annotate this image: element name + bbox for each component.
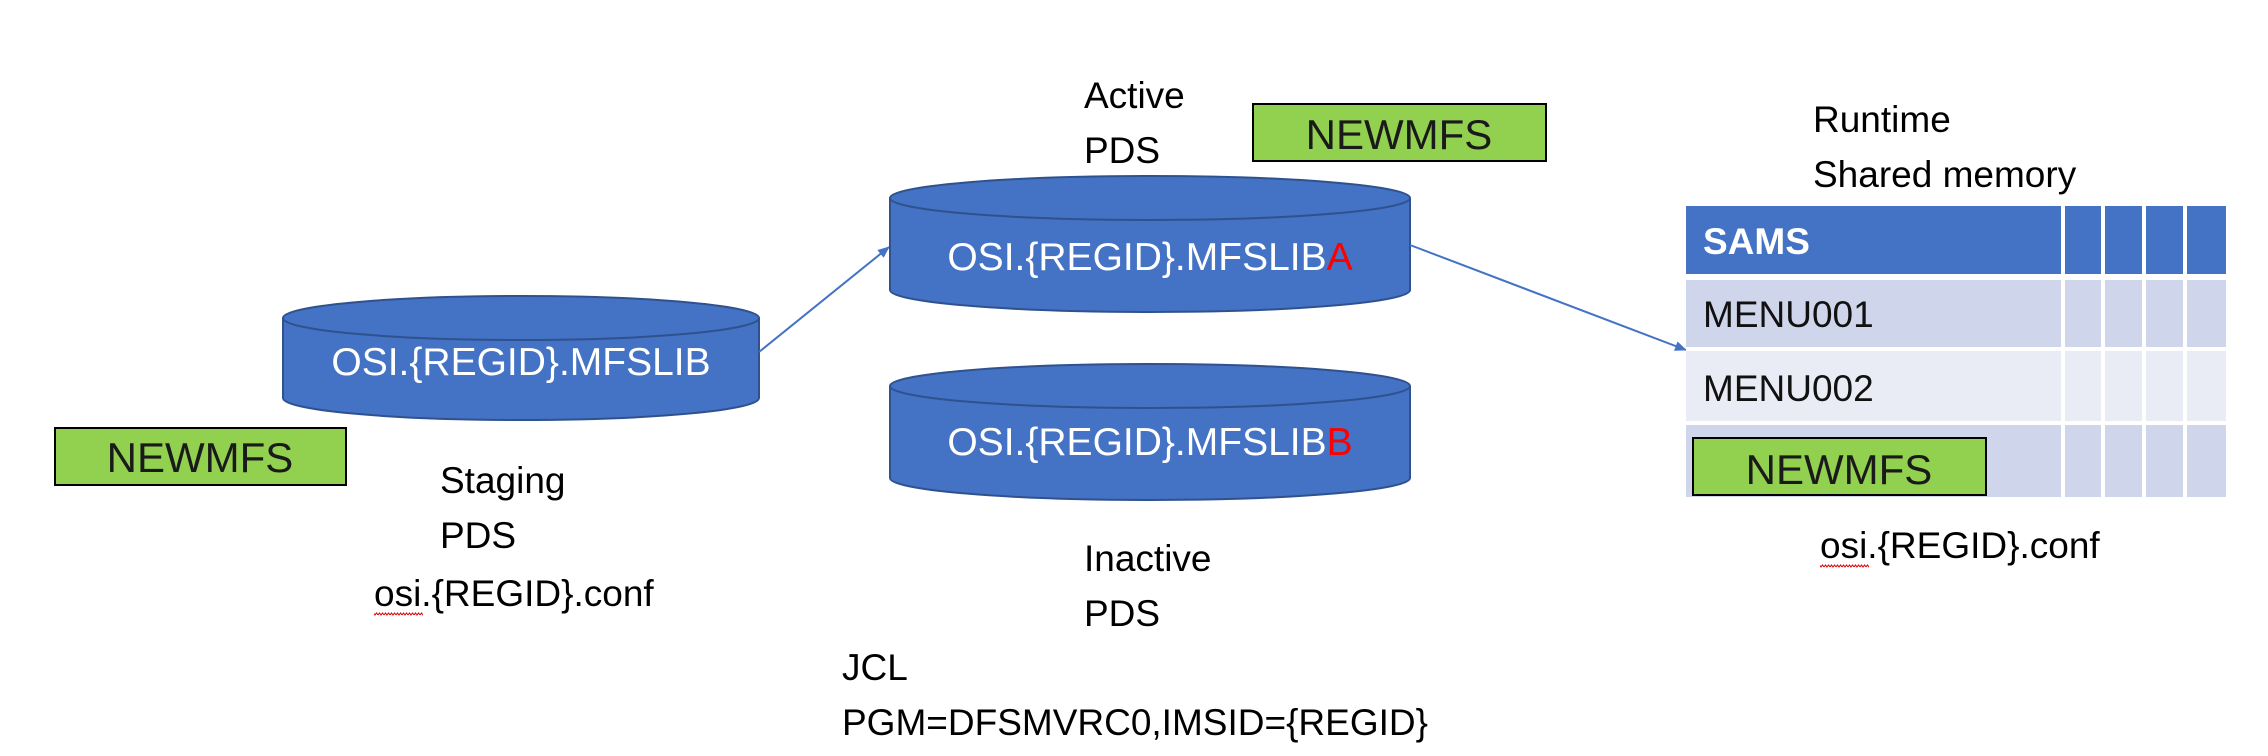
inactive-label-line1: Inactive <box>1084 538 1212 579</box>
staging-label-line1: Staging <box>440 460 566 501</box>
inactive-dataset-suffix: B <box>1327 421 1353 464</box>
inactive-dataset-prefix: OSI.{REGID}.MFSLIB <box>947 421 1326 464</box>
table-grid <box>1686 206 2226 497</box>
runtime-label-line1: Runtime <box>1813 99 1951 140</box>
active-label-line1: Active <box>1084 75 1185 116</box>
staging-to-active-arrow <box>758 246 890 353</box>
staging-dataset-name: OSI.{REGID}.MFSLIB <box>331 341 710 384</box>
jcl-program-line: PGM=DFSMVRC0,IMSID={REGID} <box>842 702 1428 743</box>
sams-header-label: SAMS <box>1703 221 1810 262</box>
inactive-dataset-name: OSI.{REGID}.MFSLIBB <box>947 421 1352 464</box>
active-tag-label: NEWMFS <box>1306 111 1493 158</box>
runtime-conf-file: osi.{REGID}.conf <box>1820 525 2100 566</box>
table-row <box>1686 275 2226 349</box>
inactive-label-line2: PDS <box>1084 593 1160 634</box>
jcl-label: JCL <box>842 647 908 688</box>
active-pds-cylinder: OSI.{REGID}.MFSLIBA <box>889 175 1411 313</box>
inactive-pds-cylinder: OSI.{REGID}.MFSLIBB <box>889 363 1411 501</box>
active-label-line2: PDS <box>1084 130 1160 171</box>
staging-pds-cylinder: OSI.{REGID}.MFSLIB <box>282 295 760 421</box>
sams-row-menu002: MENU002 <box>1703 368 1874 409</box>
runtime-label-line2: Shared memory <box>1813 154 2077 195</box>
active-to-runtime-arrow <box>1409 244 1687 351</box>
staging-tag-label: NEWMFS <box>107 434 294 481</box>
staging-label-line2: PDS <box>440 515 516 556</box>
staging-conf-file: osi.{REGID}.conf <box>374 573 654 614</box>
sams-table: SAMS MENU001 MENU002 NEWMFS <box>1686 206 2226 497</box>
runtime-newmfs-tag: NEWMFS <box>1692 437 1987 496</box>
staging-newmfs-tag: NEWMFS <box>54 427 347 486</box>
table-row <box>1686 349 2226 423</box>
active-dataset-suffix: A <box>1327 236 1353 279</box>
active-dataset-prefix: OSI.{REGID}.MFSLIB <box>947 236 1326 279</box>
runtime-tag-label: NEWMFS <box>1746 446 1933 493</box>
sams-row-menu001: MENU001 <box>1703 294 1874 335</box>
active-dataset-name: OSI.{REGID}.MFSLIBA <box>947 236 1352 279</box>
active-newmfs-tag: NEWMFS <box>1252 103 1547 162</box>
sams-header-cell <box>1686 206 2063 275</box>
